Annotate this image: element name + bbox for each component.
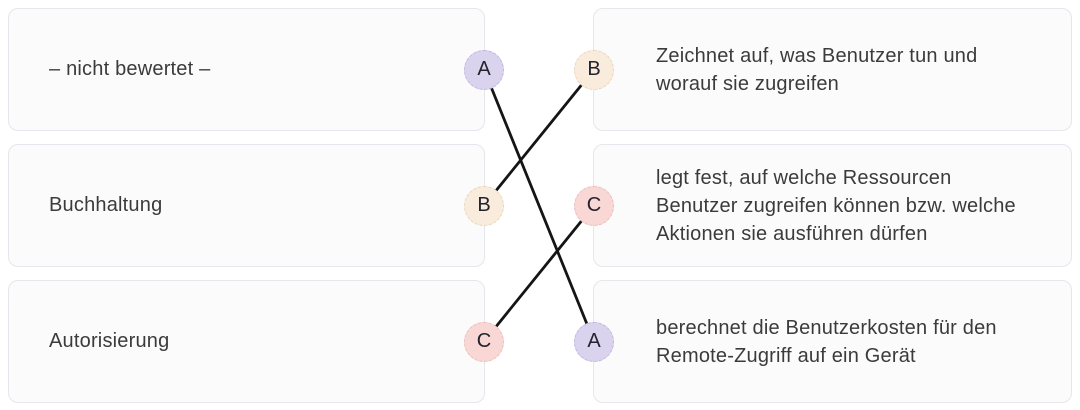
match-definition-card: B Zeichnet auf, was Benutzer tun und wor… bbox=[574, 8, 1072, 131]
connection-line-c bbox=[482, 204, 596, 343]
match-definition-card: C legt fest, auf welche Ressourcen Benut… bbox=[574, 144, 1072, 267]
connector-badge-a-left[interactable]: A bbox=[464, 49, 504, 90]
connection-line-b bbox=[482, 68, 596, 207]
match-term-card: – nicht bewertet – A bbox=[8, 8, 504, 131]
match-term-label: Buchhaltung bbox=[49, 194, 163, 216]
match-term-card: Autorisierung C bbox=[8, 280, 504, 403]
match-definition-text: berechnet die Benutzerkosten für den Rem… bbox=[656, 316, 997, 367]
connector-badge-c-left[interactable]: C bbox=[464, 321, 504, 362]
match-definition-card: A berechnet die Benutzerkosten für den R… bbox=[574, 280, 1072, 403]
connector-badge-a-right[interactable]: A bbox=[574, 321, 614, 362]
match-term-label: – nicht bewertet – bbox=[49, 58, 211, 80]
match-term-card: Buchhaltung B bbox=[8, 144, 504, 267]
match-term-label: Autorisierung bbox=[49, 330, 170, 352]
connector-badge-c-right[interactable]: C bbox=[574, 185, 614, 226]
connector-badge-b-right[interactable]: B bbox=[574, 49, 614, 90]
match-definition-text: legt fest, auf welche Ressourcen Benutze… bbox=[656, 166, 1016, 245]
match-definition-text: Zeichnet auf, was Benutzer tun und worau… bbox=[656, 44, 978, 95]
connector-badge-b-left[interactable]: B bbox=[464, 185, 504, 226]
